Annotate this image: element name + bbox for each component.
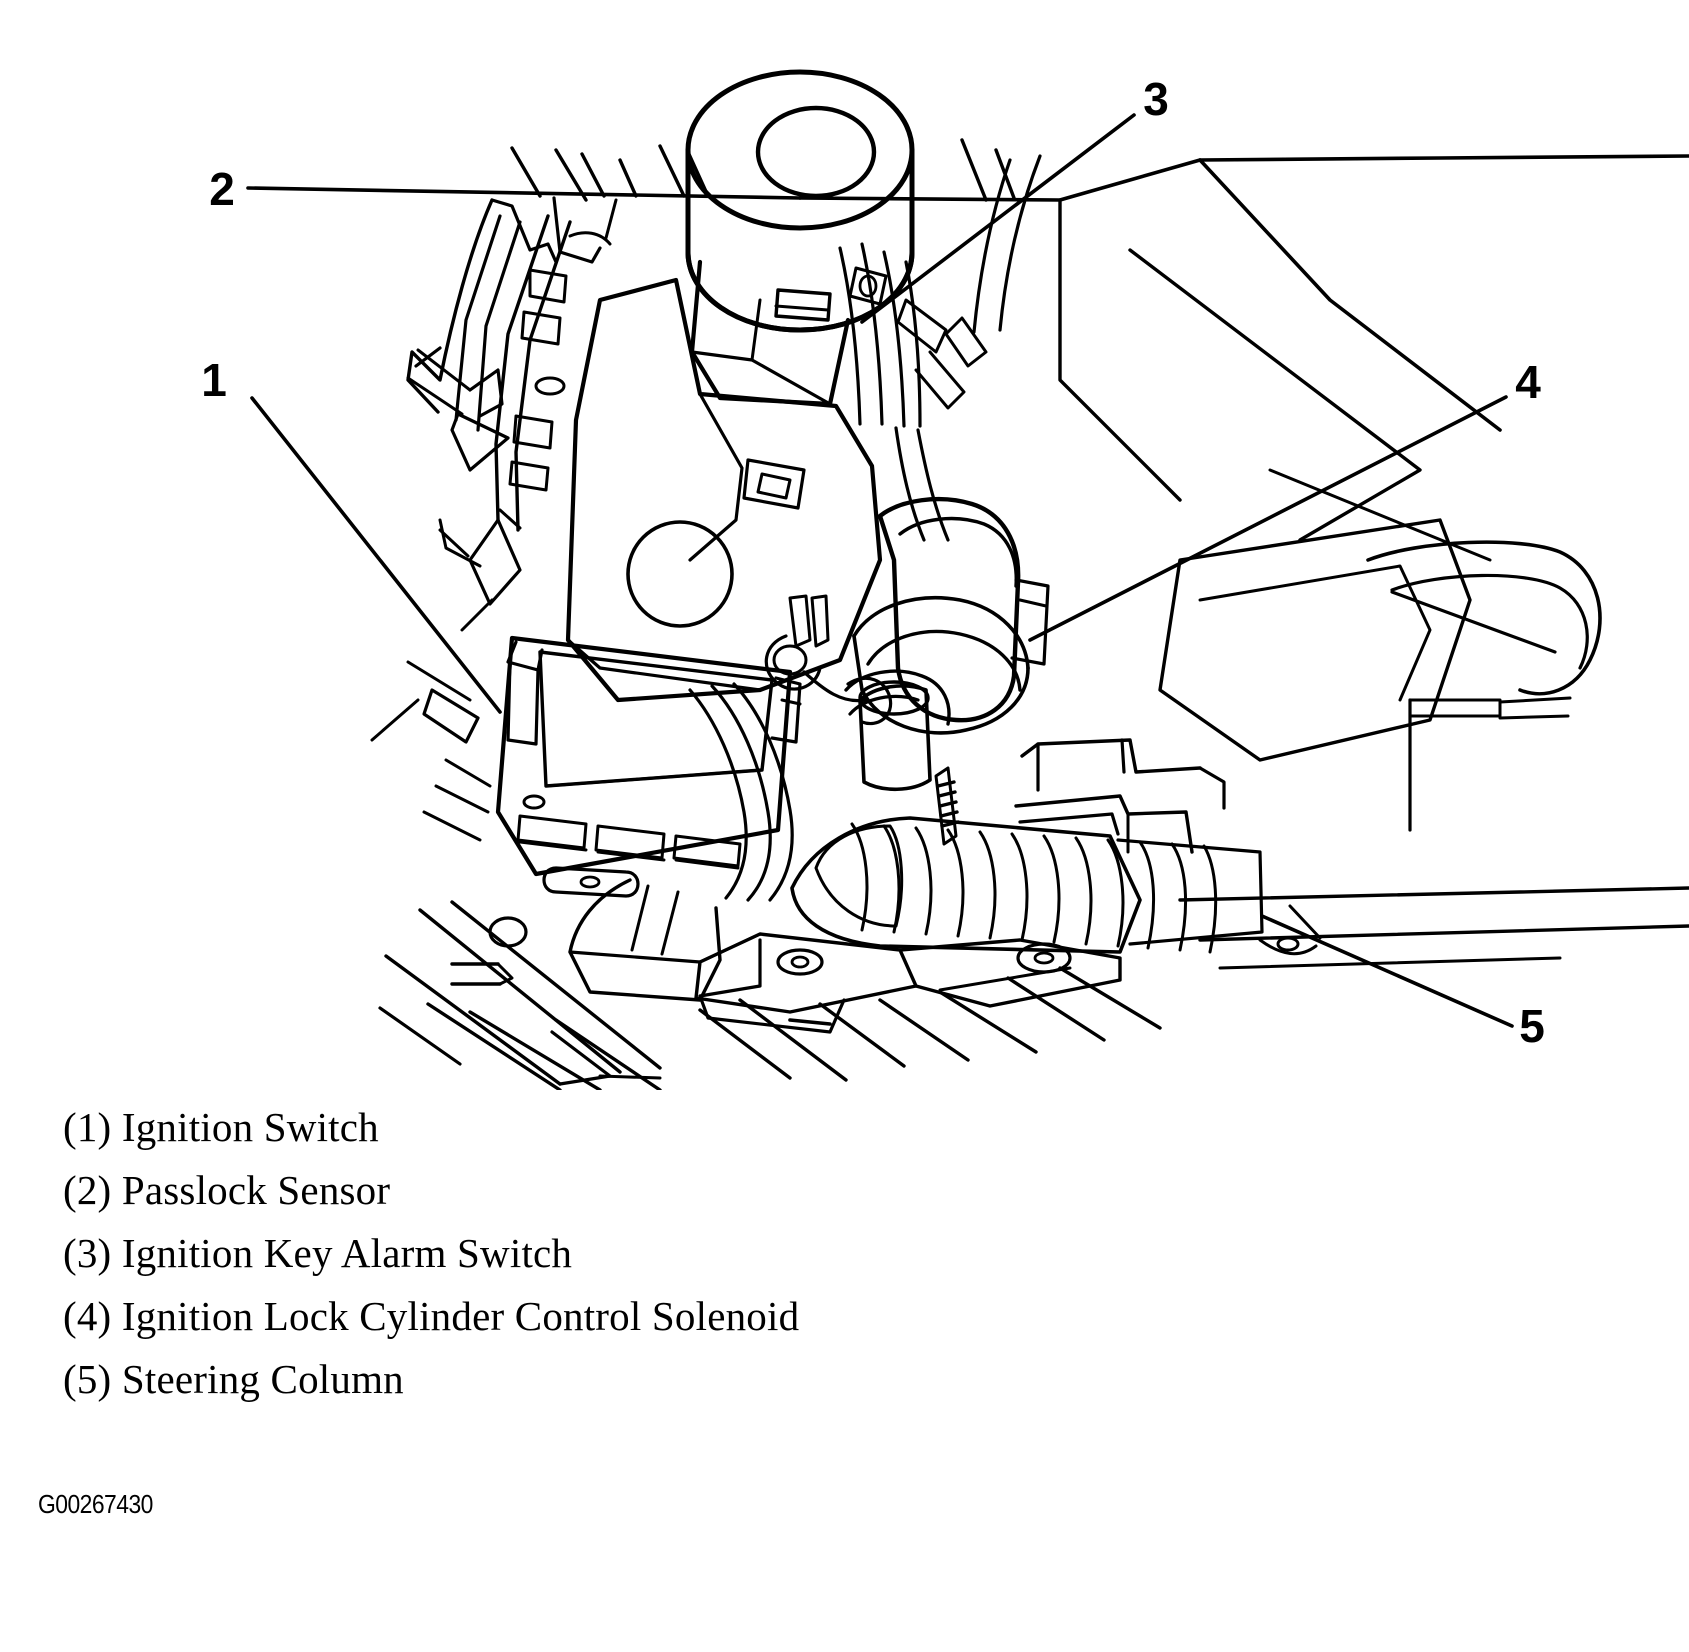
callout-number-3: 3 <box>1143 73 1169 125</box>
legend-list: (1) Ignition Switch (2) Passlock Sensor … <box>0 1096 1689 1411</box>
lower-bracket-group <box>450 878 1122 1034</box>
column-housing-group <box>565 277 883 703</box>
legend-label-4: Ignition Lock Cylinder Control Solenoid <box>121 1293 800 1339</box>
legend-marker-2: (2) <box>63 1167 112 1213</box>
leader-line-5 <box>1260 914 1514 1028</box>
callout-number-1: 1 <box>201 354 227 406</box>
leader-line-2 <box>246 186 802 200</box>
legend-marker-5: (5) <box>63 1356 112 1402</box>
legend-item-2: (2) Passlock Sensor <box>0 1159 1689 1222</box>
ignition-switch-group <box>495 635 802 902</box>
callout-number-2: 2 <box>209 163 235 215</box>
passlock-sensor-group <box>685 69 915 407</box>
dash-panel-group <box>798 154 1689 970</box>
legend-label-3: Ignition Key Alarm Switch <box>121 1230 573 1276</box>
legend-item-5: (5) Steering Column <box>0 1348 1689 1411</box>
legend-marker-4: (4) <box>63 1293 112 1339</box>
callout-number-5: 5 <box>1519 1000 1545 1052</box>
callout-number-4: 4 <box>1515 356 1541 408</box>
lock-cylinder-solenoid-group <box>764 496 1050 735</box>
legend-label-2: Passlock Sensor <box>121 1167 391 1213</box>
steering-column-group <box>790 680 1264 954</box>
leader-line-1 <box>250 396 502 714</box>
legend-item-3: (3) Ignition Key Alarm Switch <box>0 1222 1689 1285</box>
left-structure-group <box>370 346 492 842</box>
leader-line-3 <box>860 113 1136 324</box>
illustration-svg: 1 2 3 4 5 <box>201 69 1689 1090</box>
callout-leaders <box>246 113 1514 1028</box>
column-shroud-group <box>406 196 618 632</box>
legend-marker-1: (1) <box>63 1104 112 1150</box>
key-alarm-switch-group <box>838 154 1042 542</box>
figure-code: G00267430 <box>38 1489 153 1519</box>
steering-column-illustration: 1 2 3 4 5 <box>201 69 1689 1090</box>
lower-hatch-group <box>378 900 1162 1090</box>
legend-label-1: Ignition Switch <box>121 1104 379 1150</box>
legend-label-5: Steering Column <box>121 1356 404 1402</box>
legend-item-1: (1) Ignition Switch <box>0 1096 1689 1159</box>
legend-marker-3: (3) <box>63 1230 112 1276</box>
upper-hatch-group <box>510 138 1016 202</box>
leader-line-4 <box>1028 395 1508 642</box>
legend-item-4: (4) Ignition Lock Cylinder Control Solen… <box>0 1285 1689 1348</box>
